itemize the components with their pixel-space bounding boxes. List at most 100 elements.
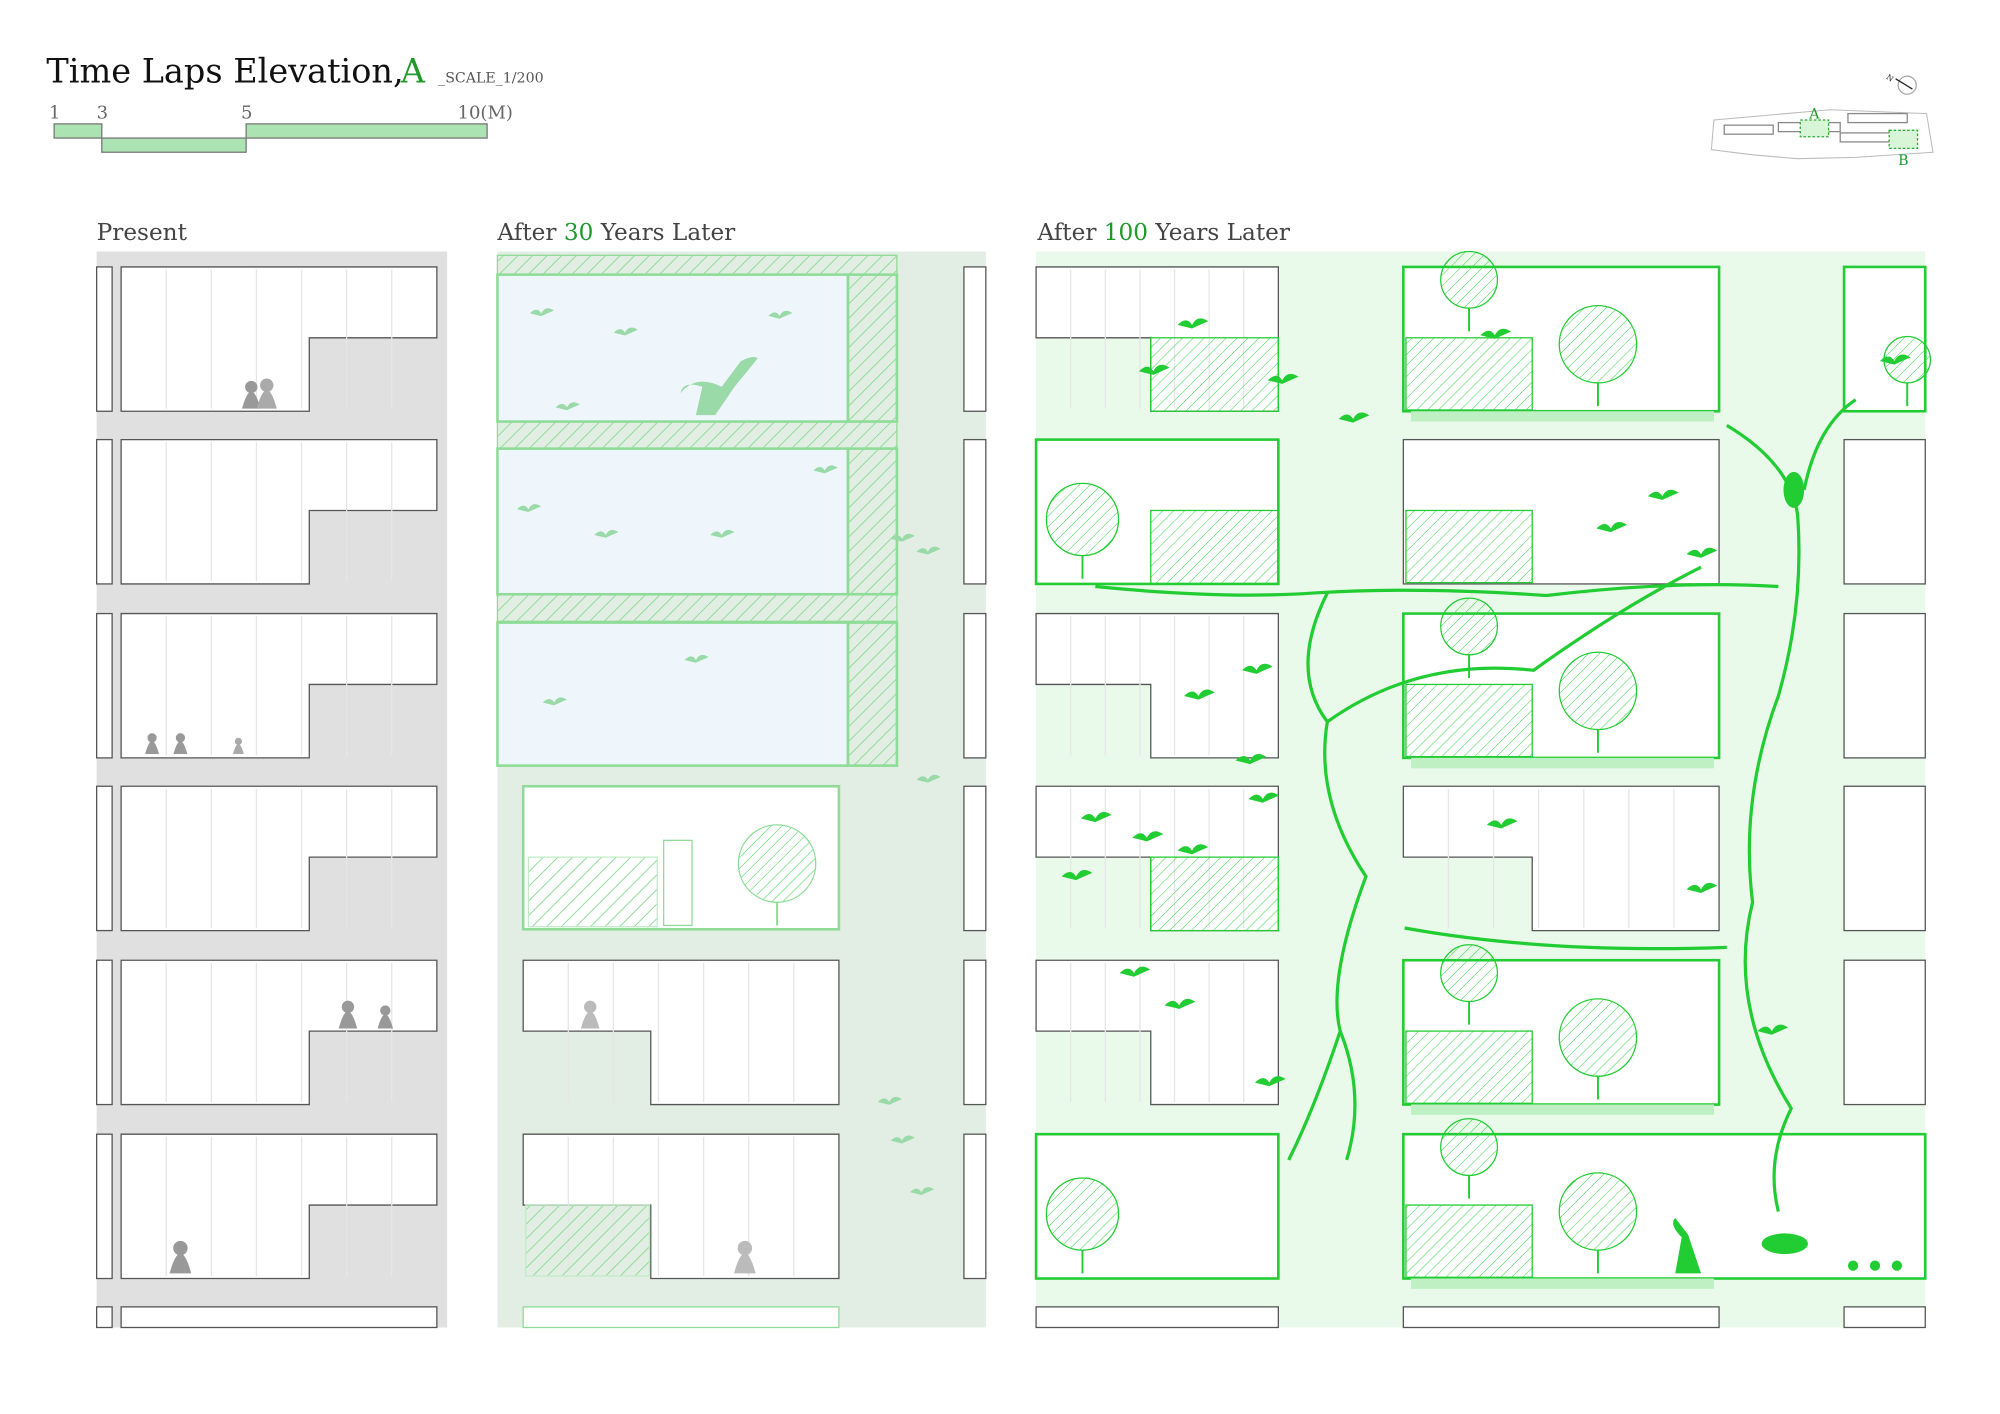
hatched-slab xyxy=(496,254,898,276)
100-years-elevation xyxy=(1034,250,1932,1329)
bird-silhouette xyxy=(613,327,638,336)
bird-silhouette xyxy=(1757,1024,1789,1035)
garden-unit xyxy=(522,1306,840,1329)
brick-wall xyxy=(1150,337,1279,412)
scale-tick: 1 xyxy=(49,103,60,124)
duck-silhouette xyxy=(1869,1260,1881,1271)
climbing-vine xyxy=(1326,565,1702,724)
adjacent-unit-edge xyxy=(1843,438,1926,585)
tree-canopy xyxy=(1558,304,1638,384)
bird-silhouette xyxy=(877,1096,902,1105)
person-silhouette xyxy=(584,1000,597,1014)
adjacent-unit-edge xyxy=(1843,959,1926,1106)
adjacent-unit-edge xyxy=(96,785,113,932)
apartment-unit xyxy=(120,1133,438,1280)
flamingo-silhouette xyxy=(1761,1233,1808,1255)
person-silhouette xyxy=(147,733,157,743)
panel-label-present: Present xyxy=(97,219,188,246)
bird-silhouette xyxy=(529,308,554,317)
person-silhouette xyxy=(580,1011,600,1029)
tree-canopy xyxy=(1558,651,1638,731)
brick-wall xyxy=(1405,683,1533,758)
bird-silhouette xyxy=(1138,364,1170,375)
apartment-unit xyxy=(120,266,438,412)
person-silhouette xyxy=(341,1000,355,1014)
scale-segment xyxy=(101,137,247,153)
bird-silhouette xyxy=(1184,689,1215,700)
climbing-vine xyxy=(1802,398,1857,491)
bird-silhouette xyxy=(1177,318,1209,329)
bird-silhouette xyxy=(1242,663,1273,674)
bird-silhouette xyxy=(1267,373,1299,384)
person-silhouette xyxy=(734,1253,756,1274)
apartment-unit xyxy=(120,1306,438,1329)
bird-silhouette xyxy=(1164,998,1196,1009)
tree-canopy xyxy=(1440,1118,1499,1177)
bird-silhouette xyxy=(916,546,941,555)
adjacent-unit-edge xyxy=(96,959,113,1106)
key-area-b xyxy=(1888,129,1919,150)
key-label-b: B xyxy=(1898,153,1908,169)
bird-silhouette xyxy=(555,402,580,411)
person-silhouette xyxy=(338,1011,358,1029)
scale-tick: 5 xyxy=(241,103,252,124)
adjacent-unit-edge xyxy=(1843,785,1926,932)
bird-silhouette xyxy=(710,529,735,538)
bird-silhouette xyxy=(890,533,915,542)
apartment-unit xyxy=(1843,1306,1926,1329)
bird-silhouette xyxy=(684,654,709,663)
brick-wall xyxy=(1405,509,1533,584)
adjacent-unit-edge xyxy=(96,266,113,412)
bird-silhouette xyxy=(1686,547,1718,558)
panel-label-30-years: After 30 Years Later xyxy=(496,219,736,246)
adjacent-unit-edge xyxy=(96,438,113,585)
person-silhouette xyxy=(242,391,261,409)
tree-canopy xyxy=(1440,597,1499,656)
key-map: A B N xyxy=(1710,72,1934,169)
parrot-silhouette xyxy=(1783,471,1805,508)
scale-segment xyxy=(53,123,103,139)
north-label: N xyxy=(1884,72,1895,83)
scale-tick: 10(M) xyxy=(457,103,512,124)
person-silhouette xyxy=(173,1240,188,1256)
bird-silhouette xyxy=(517,504,542,513)
climbing-vine xyxy=(1095,583,1779,598)
brick-wall xyxy=(1150,856,1279,932)
bird-silhouette xyxy=(1119,966,1151,977)
apartment-unit xyxy=(522,959,840,1106)
hatched-wall xyxy=(846,273,899,423)
bird-silhouette xyxy=(1647,489,1679,500)
person-silhouette xyxy=(737,1240,753,1256)
bird-silhouette xyxy=(890,1135,915,1144)
brick-wall xyxy=(527,856,658,928)
person-silhouette xyxy=(145,741,160,755)
duck-silhouette xyxy=(1891,1260,1903,1271)
adjacent-unit-edge xyxy=(963,266,987,412)
present-elevation xyxy=(96,251,448,1329)
bird-silhouette xyxy=(1480,328,1512,339)
apartment-unit xyxy=(1035,959,1279,1106)
person-silhouette xyxy=(232,744,244,755)
bird-silhouette xyxy=(1080,811,1112,823)
bird-silhouette xyxy=(1879,354,1911,365)
apartment-unit xyxy=(120,438,438,585)
open-sky-void xyxy=(496,273,850,423)
adjacent-unit-edge xyxy=(963,612,987,759)
brick-wall xyxy=(525,1204,651,1277)
scale-tick: 3 xyxy=(97,103,108,124)
tree-canopy xyxy=(1440,250,1499,309)
bird-silhouette xyxy=(542,697,567,706)
person-silhouette xyxy=(245,380,258,394)
brick-wall xyxy=(1405,1030,1533,1104)
bird-silhouette xyxy=(1686,882,1718,893)
tree-canopy xyxy=(1558,998,1638,1077)
person-silhouette xyxy=(234,737,243,746)
bird-silhouette xyxy=(768,310,793,319)
tree-canopy xyxy=(1440,944,1499,1003)
person-silhouette xyxy=(377,1014,394,1029)
tree-canopy xyxy=(737,824,817,903)
title-text: Time Laps Elevation, xyxy=(46,52,403,91)
bird-silhouette xyxy=(1254,1076,1286,1087)
tree-canopy xyxy=(1558,1172,1638,1251)
